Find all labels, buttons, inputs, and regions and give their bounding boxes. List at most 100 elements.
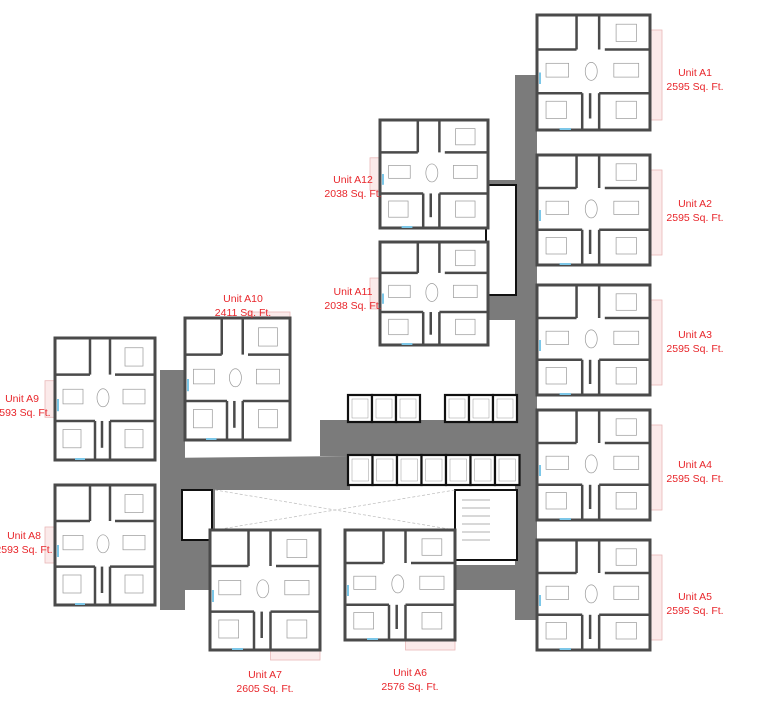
unit-plan-a2: [535, 153, 663, 267]
sofa: [218, 580, 242, 596]
locker-wall: [346, 453, 374, 487]
sofa: [545, 455, 569, 470]
locker-wall: [493, 453, 521, 487]
corridor: [515, 75, 537, 620]
bed: [124, 494, 144, 513]
unit-plan-a3: [535, 283, 663, 397]
bed: [615, 548, 637, 566]
unit-outer-wall: [535, 283, 652, 397]
unit-outer-wall: [208, 528, 322, 652]
unit-outer-wall: [535, 408, 652, 522]
bed: [615, 163, 637, 181]
locker-inner: [376, 458, 394, 482]
bed: [218, 619, 239, 639]
bed: [615, 367, 637, 385]
dining-table: [584, 199, 598, 219]
bed: [545, 492, 567, 510]
bed: [455, 200, 476, 218]
sofa: [545, 200, 569, 215]
bed: [615, 492, 637, 510]
unit-outer-wall: [183, 316, 292, 442]
bed: [286, 539, 308, 558]
locker-inner: [351, 458, 369, 482]
dining-table: [425, 283, 439, 302]
balcony: [649, 29, 663, 121]
unit-outer-wall: [378, 240, 490, 347]
bed: [545, 367, 567, 385]
cutout-line: [214, 489, 456, 531]
unit-outer-wall: [53, 483, 157, 607]
locker-wall: [395, 453, 423, 487]
unit-outer-wall: [535, 153, 652, 267]
bed: [388, 200, 409, 218]
dining-table: [96, 388, 110, 408]
bed: [545, 100, 567, 119]
dining-table: [425, 163, 439, 183]
locker-wall: [371, 453, 399, 487]
unit-plan-a4: [535, 408, 663, 522]
locker-inner: [474, 458, 492, 482]
storage-locker: [443, 393, 471, 424]
stair-core: [454, 489, 518, 561]
unit-outer-wall: [535, 538, 652, 652]
sofa: [545, 62, 569, 78]
unit-outer-wall: [535, 13, 652, 132]
sofa: [545, 585, 569, 600]
bed: [455, 249, 476, 267]
unit-outer-wall: [378, 118, 490, 230]
locker-inner: [498, 458, 516, 482]
bed: [124, 429, 144, 449]
unit-plan-a7: [208, 528, 322, 661]
corridor: [455, 565, 520, 590]
unit-plan-a8: [44, 483, 157, 607]
bed: [62, 429, 82, 449]
locker-inner: [351, 398, 369, 419]
locker-inner: [375, 398, 393, 419]
locker-inner: [496, 398, 514, 419]
locker-inner: [448, 398, 466, 419]
sofa: [613, 455, 640, 470]
unit-plan-a5: [535, 538, 663, 652]
unit-plan-a10: [183, 311, 292, 442]
dining-table: [584, 61, 598, 81]
locker-wall: [444, 453, 472, 487]
unit-plan-a6: [343, 528, 457, 651]
bed: [286, 619, 308, 639]
storage-locker: [491, 393, 519, 424]
bed: [124, 347, 144, 367]
sofa: [613, 62, 640, 78]
sofa: [122, 535, 146, 551]
sofa: [353, 575, 377, 590]
sofa: [193, 368, 215, 385]
bed: [615, 293, 637, 311]
storage-locker: [420, 453, 448, 487]
locker-inner: [449, 458, 467, 482]
sofa: [62, 535, 84, 551]
bed: [615, 237, 637, 255]
storage-locker: [395, 453, 423, 487]
locker-inner: [399, 398, 417, 419]
sofa: [613, 200, 640, 215]
locker-wall: [420, 453, 448, 487]
storage-locker: [493, 453, 521, 487]
stair-core: [181, 489, 213, 541]
bed: [545, 237, 567, 255]
dining-table: [256, 579, 270, 599]
balcony: [649, 299, 663, 386]
unit-plan-a1: [535, 13, 663, 132]
dining-table: [229, 368, 242, 388]
unit-plan-a11: [369, 240, 490, 347]
storage-locker: [444, 453, 472, 487]
unit-plan-a12: [369, 118, 490, 230]
bed: [193, 409, 213, 429]
